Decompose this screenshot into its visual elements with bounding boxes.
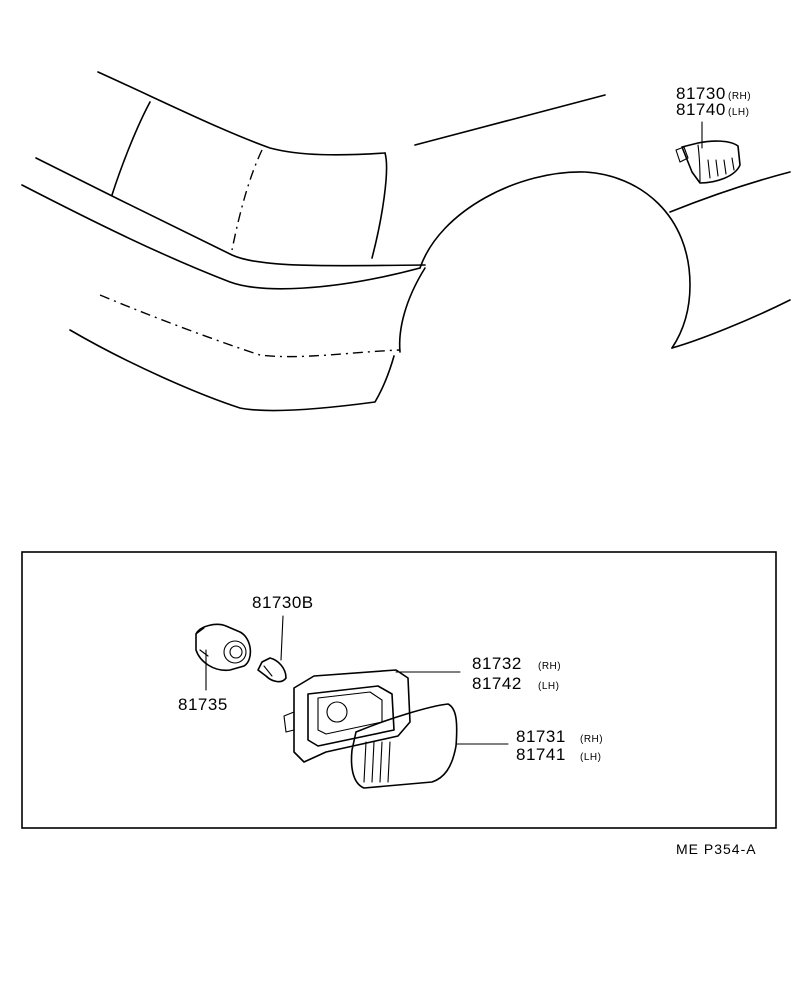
lens-side-rh: (RH) xyxy=(580,734,603,745)
lens-side-lh: (LH) xyxy=(580,752,601,763)
lens-part xyxy=(350,703,509,789)
part-number-81731: 81731 xyxy=(516,727,566,746)
part-number-81740: 81740 xyxy=(676,100,726,119)
part-number-81732: 81732 xyxy=(472,654,522,673)
part-number-81730: 81730 xyxy=(676,84,726,103)
detail-frame xyxy=(21,551,777,829)
side-marker-lamp-assembly xyxy=(675,121,741,184)
reference-code: ME P354-A xyxy=(676,841,757,857)
bulb-part xyxy=(257,615,287,683)
housing-side-rh: (RH) xyxy=(538,661,561,672)
part-number-81735: 81735 xyxy=(178,695,228,714)
car-body-illustration xyxy=(21,71,791,412)
side-label-lh: (LH) xyxy=(728,107,749,118)
part-number-81742: 81742 xyxy=(472,674,522,693)
part-number-81741: 81741 xyxy=(516,745,566,764)
socket-part xyxy=(195,623,252,691)
side-label-rh: (RH) xyxy=(728,91,751,102)
housing-side-lh: (LH) xyxy=(538,681,559,692)
part-number-81730b: 81730B xyxy=(252,593,314,612)
housing-part xyxy=(283,669,461,763)
